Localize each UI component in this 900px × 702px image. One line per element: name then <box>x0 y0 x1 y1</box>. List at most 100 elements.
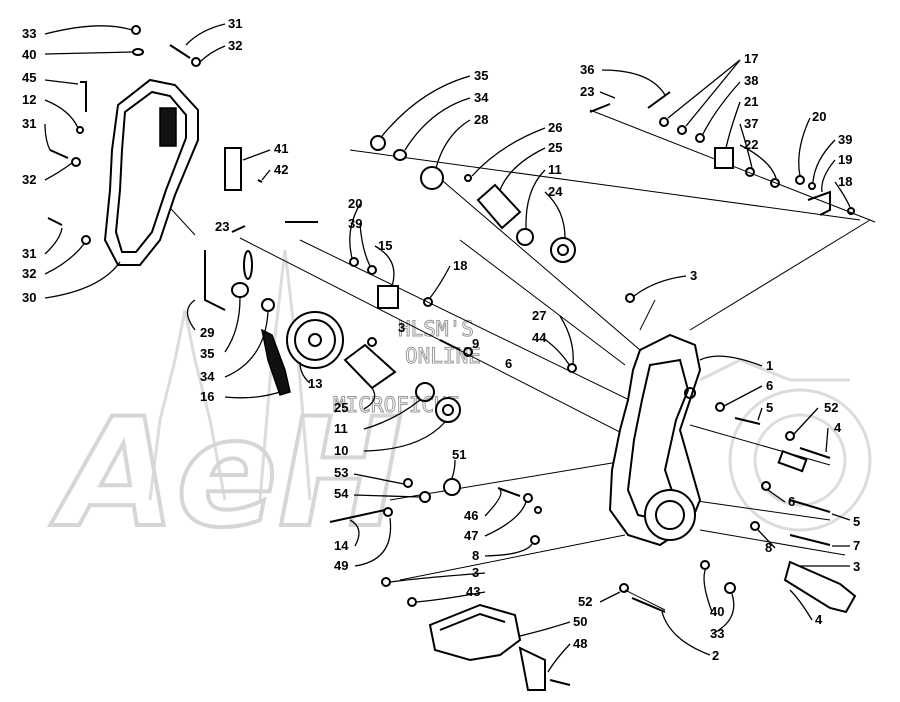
callout-18: 18 <box>838 174 852 189</box>
chaincase-cover <box>103 78 199 266</box>
nut-icon <box>625 293 635 303</box>
dipstick-icon <box>80 81 87 112</box>
leader-line <box>599 591 621 603</box>
leader-line <box>185 23 226 46</box>
callout-28: 28 <box>474 112 488 127</box>
leader-line <box>812 139 836 183</box>
nut-icon <box>71 157 81 167</box>
callout-13: 13 <box>308 376 322 391</box>
washer-icon <box>132 48 144 56</box>
callout-44: 44 <box>532 330 547 345</box>
callout-15: 15 <box>378 238 392 253</box>
watermark-wheel <box>728 388 872 532</box>
leader-line <box>44 79 79 85</box>
callout-40: 40 <box>710 604 724 619</box>
leader-line <box>544 191 566 239</box>
watermark-tower <box>148 309 227 501</box>
chaincase-window <box>159 107 177 147</box>
nut-icon <box>370 135 386 151</box>
leader-line <box>559 315 574 365</box>
nut-icon <box>191 57 201 67</box>
roller-icon <box>231 282 249 298</box>
callout-17: 17 <box>744 51 758 66</box>
callout-10: 10 <box>334 443 348 458</box>
chain-icon <box>260 328 291 396</box>
callout-52: 52 <box>578 594 592 609</box>
axis-line <box>689 499 831 521</box>
leader-line <box>224 391 281 399</box>
callout-4: 4 <box>834 420 842 435</box>
callout-33: 33 <box>710 626 724 641</box>
leader-line <box>702 81 741 135</box>
sprocket-hub <box>294 319 336 361</box>
callout-9: 9 <box>472 336 479 351</box>
leader-line <box>661 611 711 656</box>
axis-line <box>459 239 626 366</box>
axis-line <box>399 534 626 581</box>
washer-icon <box>677 125 687 135</box>
watermark-spire <box>258 249 312 501</box>
callout-3: 3 <box>690 268 697 283</box>
callout-31: 31 <box>22 246 36 261</box>
leader-line <box>199 45 226 63</box>
nut-icon <box>349 257 359 267</box>
callout-1: 1 <box>766 358 773 373</box>
leader-line <box>519 621 571 637</box>
callout-47: 47 <box>464 528 478 543</box>
callout-46: 46 <box>464 508 478 523</box>
leader-line <box>484 501 527 537</box>
callout-36: 36 <box>580 62 594 77</box>
leader-line <box>767 489 786 503</box>
callout-35: 35 <box>474 68 488 83</box>
spring-icon <box>243 250 253 280</box>
callout-23: 23 <box>580 84 594 99</box>
callout-27: 27 <box>532 308 546 323</box>
leader-line <box>389 572 486 583</box>
callout-49: 49 <box>334 558 348 573</box>
nut-icon <box>530 535 540 545</box>
leader-line <box>44 25 133 35</box>
axis-line <box>299 239 651 411</box>
washer-icon <box>261 298 275 312</box>
axis-line <box>689 424 831 466</box>
bracket-icon <box>807 190 831 216</box>
leader-line <box>834 181 851 208</box>
roller-icon <box>714 147 734 169</box>
nut-icon <box>381 577 391 587</box>
watermark-line-1: HLSM'S <box>398 317 474 341</box>
leader-line <box>44 162 73 181</box>
callout-4: 4 <box>815 612 823 627</box>
callout-20: 20 <box>348 196 362 211</box>
bearing-bore <box>557 244 569 256</box>
bearing-bore-icon <box>644 489 696 541</box>
callout-3: 3 <box>398 320 405 335</box>
caliper-detail <box>439 612 506 631</box>
nut-icon <box>367 337 377 347</box>
pin-icon <box>231 225 246 233</box>
chaincase-cover-rim <box>114 90 187 253</box>
callout-30: 30 <box>22 290 36 305</box>
leader-line <box>831 513 851 521</box>
callout-23: 23 <box>215 219 229 234</box>
parts <box>47 25 857 691</box>
leader-line <box>404 97 471 151</box>
callout-11: 11 <box>334 421 348 436</box>
leader-line <box>261 169 271 181</box>
bearing-icon <box>435 397 461 423</box>
leader-line <box>757 407 763 421</box>
plate-icon <box>224 147 242 191</box>
callout-8: 8 <box>765 540 772 555</box>
leader-line <box>354 517 392 567</box>
leader-line <box>825 427 829 453</box>
callout-51: 51 <box>452 447 466 462</box>
ring-icon <box>808 182 816 190</box>
callout-24: 24 <box>548 184 563 199</box>
oring-icon <box>76 126 84 134</box>
bearing-bore <box>442 404 454 416</box>
callout-50: 50 <box>573 614 587 629</box>
axis-line <box>429 169 641 351</box>
callout-54: 54 <box>334 486 349 501</box>
bolt-icon <box>589 103 611 113</box>
washer-icon <box>745 167 755 177</box>
